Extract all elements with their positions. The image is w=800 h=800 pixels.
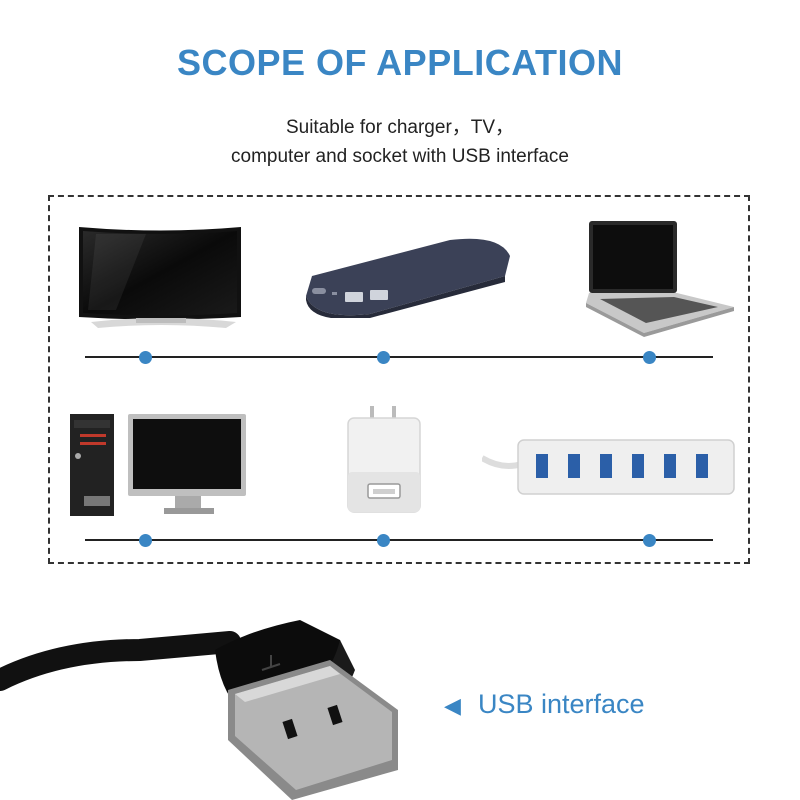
row-2-dot-2	[377, 534, 390, 547]
desktop-computer-icon	[70, 414, 246, 516]
row-2-dot-1	[139, 534, 152, 547]
devices-frame	[48, 195, 750, 564]
usb-plug-icon	[0, 620, 398, 800]
page-title: SCOPE OF APPLICATION	[176, 42, 624, 83]
usb-interface-label: USB interface	[478, 689, 645, 719]
row-1-line	[85, 356, 713, 358]
wall-charger-icon	[347, 406, 421, 513]
subtitle-line-2: computer and socket with USB interface	[231, 146, 569, 167]
laptop-icon	[586, 221, 734, 337]
row-1-dot-2	[377, 351, 390, 364]
power-bank-icon	[306, 238, 510, 318]
row-2-dot-3	[643, 534, 656, 547]
row-2-line	[85, 539, 713, 541]
row-1-dot-1	[139, 351, 152, 364]
usb-hub-icon	[482, 439, 735, 495]
row-1-dot-3	[643, 351, 656, 364]
pointer-arrow-icon: ◀	[444, 693, 461, 718]
subtitle-line-1: Suitable for charger，TV，	[285, 117, 515, 138]
tv-icon	[79, 227, 241, 328]
